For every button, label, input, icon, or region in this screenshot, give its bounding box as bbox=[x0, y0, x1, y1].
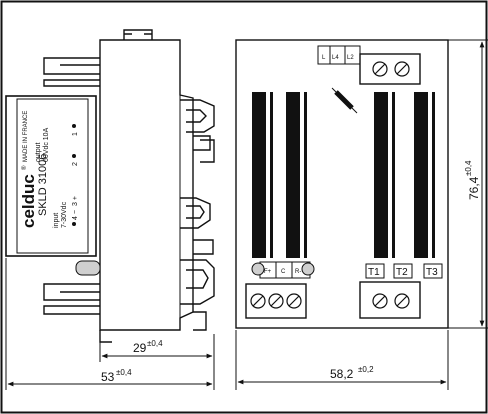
top-label-l: L bbox=[322, 55, 326, 61]
front-body-outline bbox=[235, 39, 449, 329]
screw-bl-2 bbox=[268, 293, 284, 309]
side-terminal-1 bbox=[180, 99, 215, 133]
input-range: 7-30Vdc bbox=[61, 201, 68, 228]
pin-1-label: 1 bbox=[72, 132, 79, 136]
pin-1-dot bbox=[72, 124, 76, 128]
top-label-l4: L4 bbox=[332, 55, 339, 61]
din-notch bbox=[193, 311, 207, 331]
screw-bl-3 bbox=[286, 293, 302, 309]
side-terminal-4 bbox=[193, 239, 214, 255]
dim-29-tol: ±0,4 bbox=[147, 339, 163, 348]
label-f-plus: F+ bbox=[264, 269, 272, 275]
fin-3 bbox=[374, 92, 388, 258]
side-terminal-2-detail bbox=[200, 139, 215, 163]
pin-2-dot bbox=[72, 154, 76, 158]
t3-box bbox=[423, 263, 443, 279]
upper-tab-2 bbox=[43, 79, 100, 87]
side-body-outline bbox=[99, 39, 194, 331]
screw-top-2 bbox=[394, 61, 410, 77]
terminal-label-t2: T2 bbox=[396, 267, 408, 278]
pin-4-label: 4 − bbox=[72, 210, 79, 220]
fin-1b bbox=[270, 92, 273, 258]
dim-53-value: 53 bbox=[101, 370, 115, 384]
side-terminal-5-detail bbox=[186, 269, 209, 289]
pin-3-label: 3 + bbox=[72, 196, 79, 206]
label-r-minus: R- bbox=[295, 269, 301, 275]
side-terminal-3-detail bbox=[186, 205, 205, 219]
output-rating: 60Vdc 10A bbox=[43, 127, 50, 162]
screw-top-1 bbox=[372, 61, 388, 77]
t2-box bbox=[393, 263, 413, 279]
heatsink-fins bbox=[252, 92, 435, 258]
fin-2b bbox=[304, 92, 307, 258]
upper-tab bbox=[43, 57, 100, 75]
pin-2-label: 2 bbox=[72, 162, 79, 166]
terminal-label-t1: T1 bbox=[368, 267, 380, 278]
dim-29-value: 29 bbox=[133, 341, 147, 355]
side-terminal-1-detail bbox=[186, 109, 207, 123]
top-label-box bbox=[317, 45, 361, 65]
brand-label: celduc bbox=[19, 174, 38, 228]
bottom-right-terminal-block bbox=[359, 281, 421, 319]
label-c: C bbox=[281, 269, 286, 275]
brand-mark: ® bbox=[21, 165, 28, 170]
top-label-l2: L2 bbox=[347, 55, 354, 61]
dim-58-tol: ±0,2 bbox=[358, 365, 374, 374]
fin-1 bbox=[252, 92, 266, 258]
top-clip bbox=[123, 29, 153, 40]
lower-tab-2 bbox=[43, 305, 100, 315]
bottom-foot bbox=[99, 330, 112, 343]
input-label: input bbox=[53, 213, 60, 228]
front-led-left bbox=[251, 262, 265, 276]
dim-76-label: 76,4 ±0,4 bbox=[464, 160, 481, 200]
fin-4 bbox=[414, 92, 428, 258]
label-plate bbox=[5, 95, 97, 257]
screw-br-1 bbox=[372, 293, 388, 309]
fin-3b bbox=[392, 92, 395, 258]
lower-tab bbox=[43, 283, 100, 301]
dim-76-tol: ±0,4 bbox=[464, 160, 473, 176]
output-label: output bbox=[35, 142, 42, 162]
side-terminal-3 bbox=[180, 197, 211, 229]
side-terminal-2 bbox=[193, 135, 211, 151]
side-terminal-5 bbox=[180, 259, 215, 305]
dim-76-value: 76,4 bbox=[467, 176, 481, 200]
fin-4b bbox=[432, 92, 435, 258]
dim-58-value: 58,2 bbox=[330, 367, 354, 381]
front-led-right bbox=[301, 262, 315, 276]
terminal-label-t3: T3 bbox=[426, 267, 438, 278]
screw-br-2 bbox=[394, 293, 410, 309]
led-indicator bbox=[75, 260, 101, 276]
dim-53-tol: ±0,4 bbox=[116, 368, 132, 377]
top-terminal-block bbox=[359, 53, 421, 85]
side-view bbox=[5, 29, 215, 343]
fin-2 bbox=[286, 92, 300, 258]
bottom-left-terminal-block bbox=[245, 283, 307, 319]
dimension-lines bbox=[5, 39, 488, 390]
label-plate-text: celduc ® MADE IN FRANCE SKLD 31006 input… bbox=[19, 111, 79, 228]
screws bbox=[250, 61, 410, 309]
screw-bl-1 bbox=[250, 293, 266, 309]
pin-4-dot bbox=[72, 222, 76, 226]
made-in-label: MADE IN FRANCE bbox=[23, 111, 29, 162]
t1-box bbox=[365, 263, 385, 279]
label-plate-inner bbox=[16, 98, 89, 254]
model-label: SKLD 31006 bbox=[37, 154, 49, 216]
